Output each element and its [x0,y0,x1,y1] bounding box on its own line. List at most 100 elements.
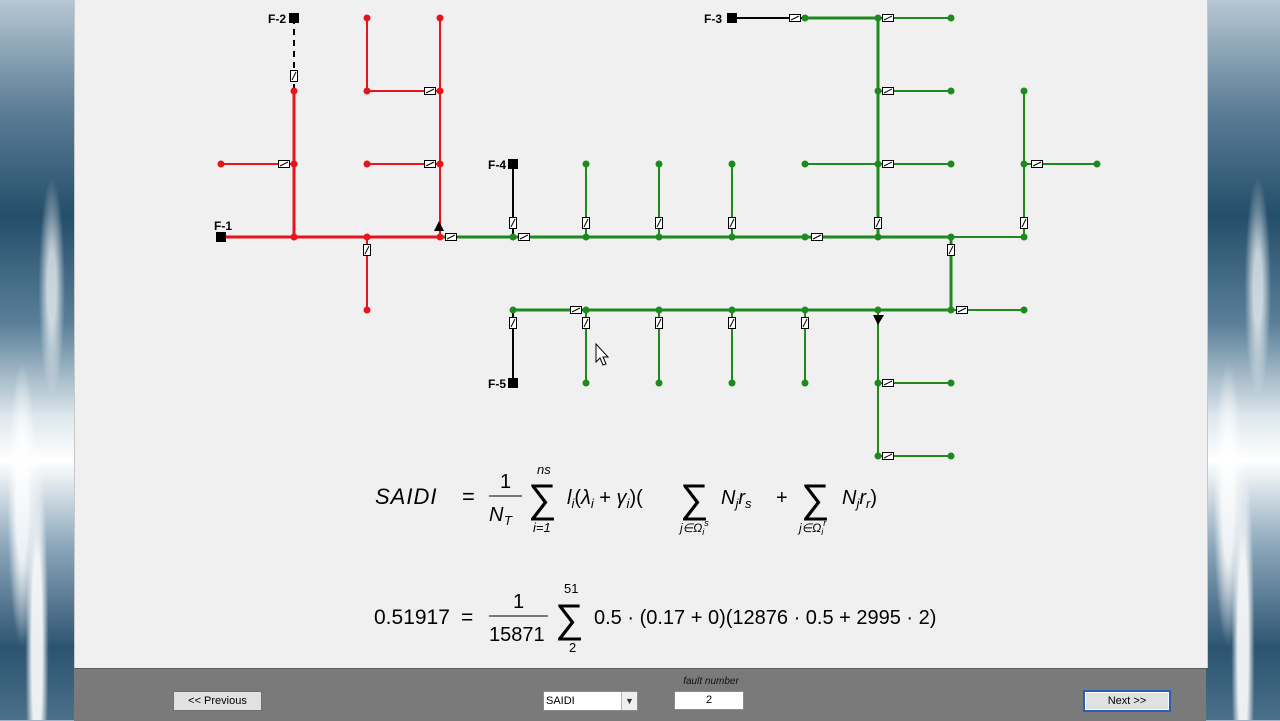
svg-text:N: N [489,504,504,526]
saidi-sum1-lower: j∈Ωis [678,518,709,537]
bus-node [728,160,736,168]
next-button[interactable]: Next >> [1084,691,1170,711]
saidi-sum-lower: i=1 [533,520,551,535]
switch-icon [571,307,581,313]
result-sum-upper: 51 [564,581,578,596]
feeder-source [508,159,518,169]
switch-icon [875,218,881,228]
metric-select[interactable]: SAIDI ▼ [543,691,638,711]
result-value: 0.51917 [374,606,450,629]
switch-icon [883,15,893,21]
ocean-background-left [0,0,74,720]
bus-node [363,87,371,95]
feeder-label-f5: F-5 [488,377,506,391]
switch-icon [510,218,516,228]
bus-node [874,160,882,168]
svg-text:li(λi + γi)(: li(λi + γi)( [567,487,643,511]
switch-icon [364,245,370,255]
bus-node [582,379,590,387]
feeder-label-f4: F-4 [488,158,506,172]
svg-text:Njrr): Njrr) [842,487,877,511]
svg-text:=: = [461,606,473,629]
bus-node [947,306,955,314]
svg-text:∑: ∑ [555,597,584,641]
saidi-lhs: SAIDI [375,484,437,509]
bus-node [582,160,590,168]
result-sum-lower: 2 [569,640,576,655]
bus-node [801,160,809,168]
bus-node [509,306,517,314]
fault-arrow-icon [434,221,444,231]
bus-node [1093,160,1101,168]
bus-node [363,14,371,22]
bus-node [290,87,298,95]
result-numerator: 1 [513,591,524,613]
switch-icon [1021,218,1027,228]
switch-icon [802,318,808,328]
bus-node [947,160,955,168]
bus-node [874,14,882,22]
bus-node [1020,160,1028,168]
metric-select-value: SAIDI [546,695,575,707]
svg-text:Njrs: Njrs [721,487,752,511]
switch-icon [583,318,589,328]
switch-icon [425,88,435,94]
switch-icon [279,161,289,167]
switch-icon [425,161,435,167]
bus-node [217,160,225,168]
switch-icon [729,318,735,328]
bus-node [582,233,590,241]
bus-node [436,87,444,95]
bus-node [947,452,955,460]
feeder-source [289,13,299,23]
switch-icon [883,453,893,459]
saidi-formula: SAIDI = 1 N T ns ∑ i=1 li(λi + γi)( ∑ j∈… [375,462,877,537]
svg-text:∑: ∑ [528,477,557,521]
svg-text:T: T [504,513,513,528]
bus-node [728,233,736,241]
bus-node [947,87,955,95]
switch-icon [510,318,516,328]
bus-node [290,160,298,168]
switch-icon [883,380,893,386]
bus-node [509,233,517,241]
diagram-panel [74,0,1208,668]
saidi-sum-upper: ns [537,462,551,477]
ocean-background-right [1206,0,1280,720]
bus-node [947,379,955,387]
saidi-numerator: 1 [500,471,511,493]
saidi-sum2-lower: j∈Ωir [797,518,827,537]
bus-node [363,233,371,241]
switch-icon [729,218,735,228]
bus-node [728,306,736,314]
switch-icon [656,218,662,228]
bus-node [947,14,955,22]
switch-icon [519,234,529,240]
mouse-cursor-icon [595,342,610,366]
saidi-plus: + [776,487,788,509]
switch-icon [790,15,800,21]
bus-node [436,160,444,168]
switch-icon [883,88,893,94]
bus-node [801,306,809,314]
previous-button[interactable]: << Previous [173,691,262,711]
chevron-down-icon[interactable]: ▼ [621,692,637,710]
feeder-source [508,378,518,388]
bus-node [436,233,444,241]
fault-number-input[interactable]: 2 [674,691,744,710]
switch-icon [1032,161,1042,167]
switch-icon [883,161,893,167]
bus-node [801,14,809,22]
bus-node [874,233,882,241]
switch-icon [583,218,589,228]
bus-node [582,306,590,314]
switch-icon [812,234,822,240]
navigation-bar [74,668,1206,721]
bus-node [874,452,882,460]
bus-node [436,14,444,22]
bus-node [363,306,371,314]
network-diagram: F-1 F-2 F-3 F-4 F-5 SAIDI = 1 N T ns ∑ i… [214,12,1101,655]
bus-node [728,379,736,387]
bus-node [1020,233,1028,241]
saidi-result-formula: 0.51917 = 1 15871 51 ∑ 2 0.5 · (0.17 + 0… [374,581,936,655]
